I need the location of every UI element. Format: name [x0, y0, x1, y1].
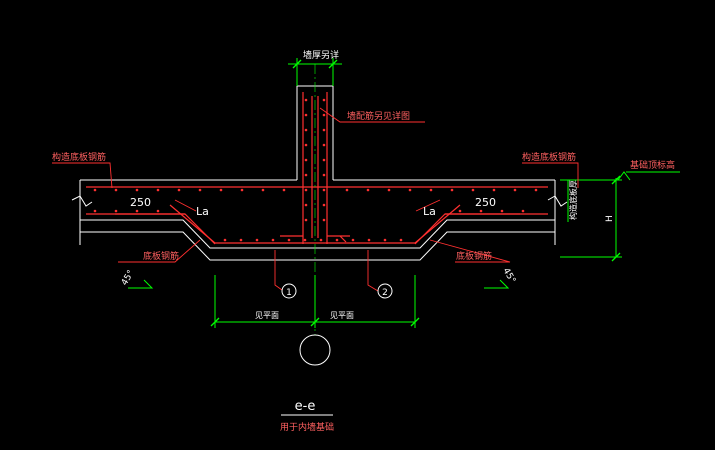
rebar-dot — [513, 188, 517, 192]
rebar-dot — [198, 188, 202, 192]
section-subtitle: 用于内墙基础 — [280, 421, 334, 433]
lap-left-label: 250 — [130, 196, 151, 209]
rebar-dot — [240, 188, 244, 192]
section-bubble — [299, 334, 331, 366]
wall-rebar-label: 墙配筋另见详图 — [347, 110, 410, 122]
dist-rebar-right-label: 构造底板钢筋 — [522, 151, 576, 163]
rebar-dot — [492, 188, 496, 192]
bottom-rebar-right-label: 底板钢筋 — [456, 250, 492, 262]
rebar-dot — [471, 188, 475, 192]
rebar-dot — [303, 238, 307, 242]
foundation-top-elev-label: 基础顶标高 — [630, 159, 675, 171]
rebar-dot — [304, 143, 308, 147]
rebar-dot — [351, 238, 355, 242]
rebar-dot — [322, 218, 326, 222]
rebar-dot — [304, 173, 308, 177]
lap-right-label: 250 — [475, 196, 496, 209]
la-left-label: La — [196, 205, 209, 218]
rebar-dot — [322, 113, 326, 117]
rebar-dot — [500, 209, 504, 213]
rebar-dot — [177, 188, 181, 192]
rebar-dot — [304, 98, 308, 102]
rebar-dot — [114, 188, 118, 192]
rebar-dot — [429, 188, 433, 192]
bottom-rebar-left-label: 底板钢筋 — [143, 250, 179, 262]
rebar-dot — [450, 188, 454, 192]
rebar-dot — [322, 128, 326, 132]
break-lines — [71, 195, 568, 207]
dimension-ticks — [210, 59, 621, 327]
rebar-dot — [287, 238, 291, 242]
rebar-dot — [322, 143, 326, 147]
rebar-dot — [319, 238, 323, 242]
rebar-dot — [387, 188, 391, 192]
rebar-dot — [261, 188, 265, 192]
dist-rebar-left-label: 构造底板钢筋 — [52, 151, 106, 163]
la-right-label: La — [423, 205, 436, 218]
rebar-dot — [345, 188, 349, 192]
rebar-dot — [282, 188, 286, 192]
rebar-dot — [219, 188, 223, 192]
leader-lines — [52, 107, 579, 292]
rebar-dot — [383, 238, 387, 242]
rebar-dot — [93, 188, 97, 192]
rebar-dot — [156, 209, 160, 213]
rebar-dot — [322, 203, 326, 207]
bar-marks — [281, 283, 393, 299]
rebar-dot — [271, 238, 275, 242]
rebar-dot — [458, 209, 462, 213]
rebar-dot — [304, 158, 308, 162]
rebar-dot — [223, 238, 227, 242]
angle-left-label: 45° — [120, 269, 137, 288]
rebar-dot — [322, 98, 326, 102]
rebar-dot — [114, 209, 118, 213]
section-title: e-e — [295, 399, 316, 414]
dimension-lines — [128, 58, 680, 328]
bar-mark-2: 2 — [382, 288, 388, 298]
bar-mark-1: 1 — [286, 288, 292, 298]
wall-width-label: 墙厚另详 — [303, 49, 339, 61]
rebar-dot — [399, 238, 403, 242]
rebar-dot — [322, 188, 326, 192]
rebar-dot — [135, 188, 139, 192]
rebar-dot — [156, 188, 160, 192]
rebar-dot — [534, 188, 538, 192]
rebar-dot — [135, 209, 139, 213]
rebar — [86, 92, 548, 245]
rebar-dot — [479, 209, 483, 213]
rebar-dot — [322, 158, 326, 162]
rebar-dot — [366, 188, 370, 192]
rebar-dots — [93, 98, 538, 242]
rebar-dot — [304, 203, 308, 207]
height-label: H — [605, 215, 615, 222]
rebar-dot — [239, 238, 243, 242]
rebar-dot — [322, 173, 326, 177]
rebar-dot — [521, 209, 525, 213]
rebar-dot — [93, 209, 97, 213]
rebar-dot — [304, 188, 308, 192]
rebar-dot — [304, 113, 308, 117]
dim-left-label: 见平面 — [255, 311, 279, 320]
slab-thickness-label: 构造底板厚 — [568, 180, 578, 220]
rebar-dot — [255, 238, 259, 242]
dim-right-label: 见平面 — [330, 311, 354, 320]
rebar-dot — [304, 218, 308, 222]
rebar-dot — [304, 128, 308, 132]
rebar-dot — [408, 188, 412, 192]
rebar-dot — [335, 238, 339, 242]
rebar-dot — [367, 238, 371, 242]
